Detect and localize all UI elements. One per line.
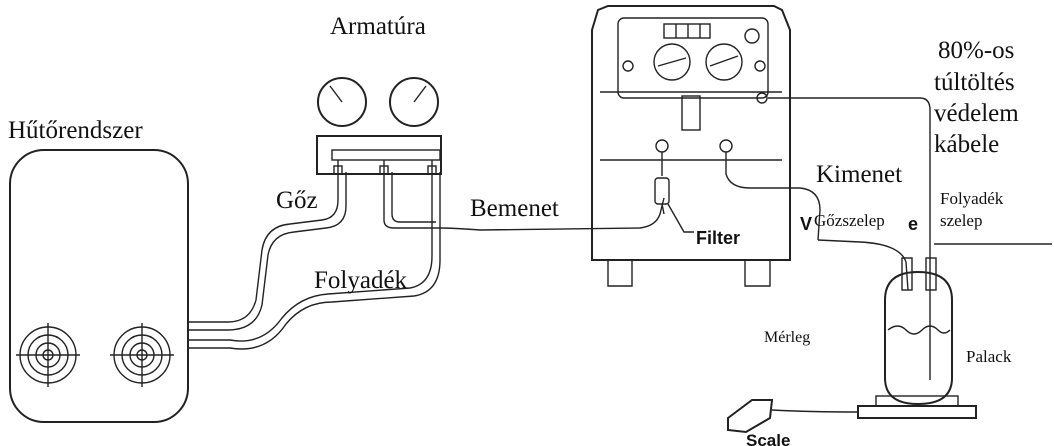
label-filter: Filter: [696, 228, 740, 248]
cylinder-on-scale: [857, 257, 977, 419]
coil-right: [110, 323, 174, 387]
scale-remote: [727, 399, 859, 434]
label-system: Hűtőrendszer: [8, 117, 143, 144]
label-vapor: Gőz: [276, 187, 318, 214]
overfill-cable: [768, 97, 931, 380]
hose-manifold-to-inlet: [383, 172, 665, 231]
recovery-machine: [591, 5, 821, 287]
label-overfill-line1: 80%-os: [938, 37, 1014, 64]
label-outlet: Kimenet: [816, 161, 902, 188]
hoses-system-to-manifold: [188, 172, 441, 350]
label-liquid-valve-line2: szelep: [940, 211, 982, 230]
label-overfill-line2: túltöltés: [934, 69, 1015, 96]
label-liquid-valve-line1: Folyadék: [940, 189, 1004, 208]
hose-outlet-to-cylinder: [817, 239, 909, 291]
label-machine-v: V: [800, 214, 812, 234]
label-overfill-line4: kábele: [934, 131, 999, 158]
manifold: [316, 77, 442, 175]
label-vapor-valve: Gőzszelep: [814, 211, 885, 230]
label-machine-e: e: [908, 214, 918, 234]
refrigeration-system-unit: [9, 149, 189, 423]
label-overfill-line3: védelem: [934, 100, 1019, 127]
label-scale-en: Scale: [746, 431, 790, 446]
label-manifold: Armatúra: [330, 13, 426, 40]
label-scale-hu: Mérleg: [764, 329, 810, 346]
label-cylinder: Palack: [966, 347, 1012, 366]
coil-left: [16, 323, 80, 387]
label-liquid: Folyadék: [314, 267, 408, 294]
label-inlet: Bemenet: [470, 195, 559, 222]
